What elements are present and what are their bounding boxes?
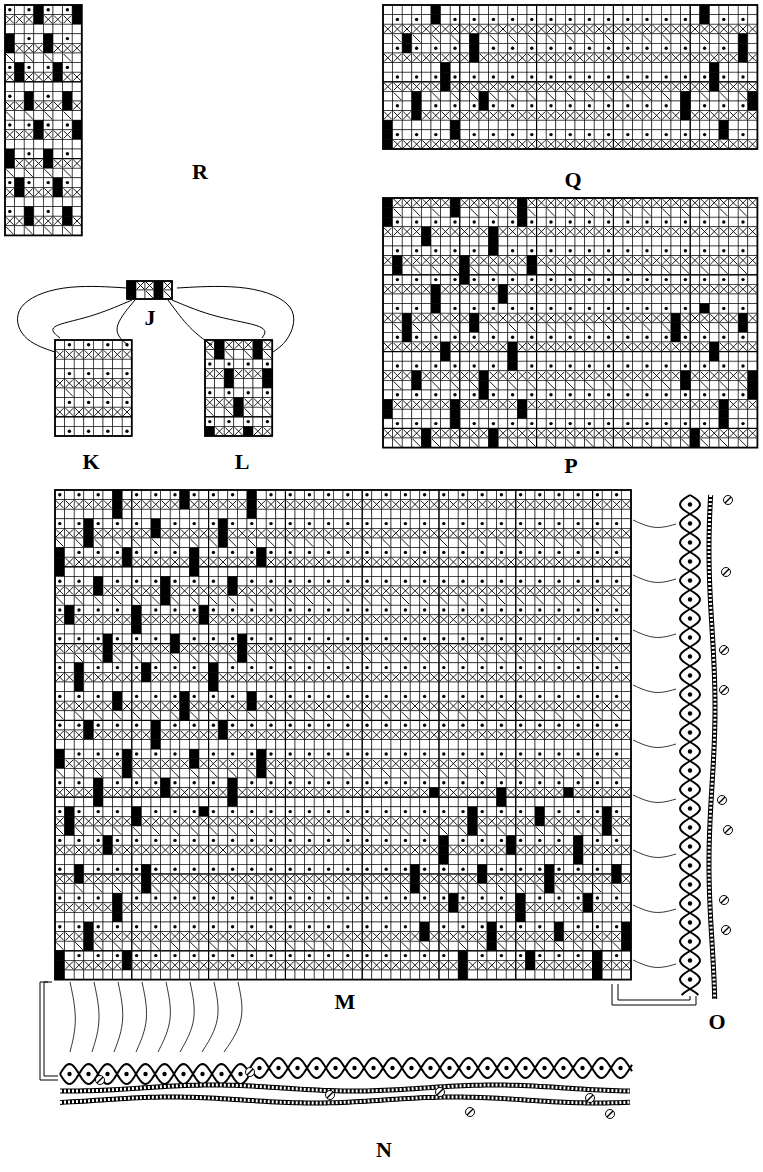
weft-dots [688,502,692,981]
figure-letter: K [79,450,102,474]
weft-section [436,1088,445,1097]
figure-letter: Q [561,168,584,192]
leader-line [633,685,676,692]
design-grid [5,5,82,235]
figure-letter: R [189,160,211,184]
leader-line [633,575,676,582]
leader-loop [117,300,135,345]
leader-line [633,740,676,747]
weft-section [724,496,733,505]
weft-section [724,826,733,835]
figure-letter: L [232,450,253,474]
weft-section [586,1094,595,1103]
figure-letter: J [142,306,159,330]
frame-line [40,982,58,1080]
weft-section [718,796,727,805]
leader-line [633,520,676,527]
weft-section [722,568,731,577]
binder-yarn [60,1085,630,1091]
design-grid [205,340,272,436]
design-grid [383,198,757,448]
binder-yarn [60,1085,630,1091]
weft-section [326,1091,335,1100]
weft-section [722,926,731,935]
weft-section [246,1068,255,1077]
design-grid [127,281,172,299]
figure-letter: O [705,1010,728,1034]
leader-line [224,982,242,1052]
leader-line [633,960,676,967]
leader-line [633,905,676,912]
binder-yarn [709,495,715,999]
weft-section [466,1108,475,1117]
warp-yarn [680,495,700,995]
leader-loop [18,286,127,352]
warp-yarn [60,1058,632,1084]
frame-line [618,984,690,1000]
design-grid [55,490,631,980]
leader-line [92,982,99,1052]
frame-line [44,982,58,1076]
binder-yarn [60,1097,630,1103]
weft-dots [67,1066,622,1076]
leader-line [633,850,676,857]
binder-yarn [60,1097,630,1103]
leader-line [70,982,75,1052]
leader-loop [172,300,265,338]
frame-line [612,984,696,1005]
figure-letter: N [373,1138,395,1162]
weft-section [720,896,729,905]
leader-line [114,982,123,1052]
leader-line [633,795,676,802]
weft-section [606,1110,615,1119]
warp-yarn [60,1058,632,1084]
design-grid [383,5,757,149]
design-grid [55,340,132,436]
leader-line [136,982,147,1052]
figure-letter: M [332,990,359,1014]
binder-yarn [709,495,715,999]
leader-loop [177,286,294,352]
weft-section [96,1076,105,1085]
weft-section [720,686,729,695]
leader-line [158,982,170,1052]
leader-line [633,630,676,637]
warp-yarn [680,495,700,995]
leader-loop [168,300,212,345]
leader-line [180,982,194,1052]
leader-line [202,982,218,1052]
figure-letter: P [561,454,580,478]
weft-section [720,646,729,655]
